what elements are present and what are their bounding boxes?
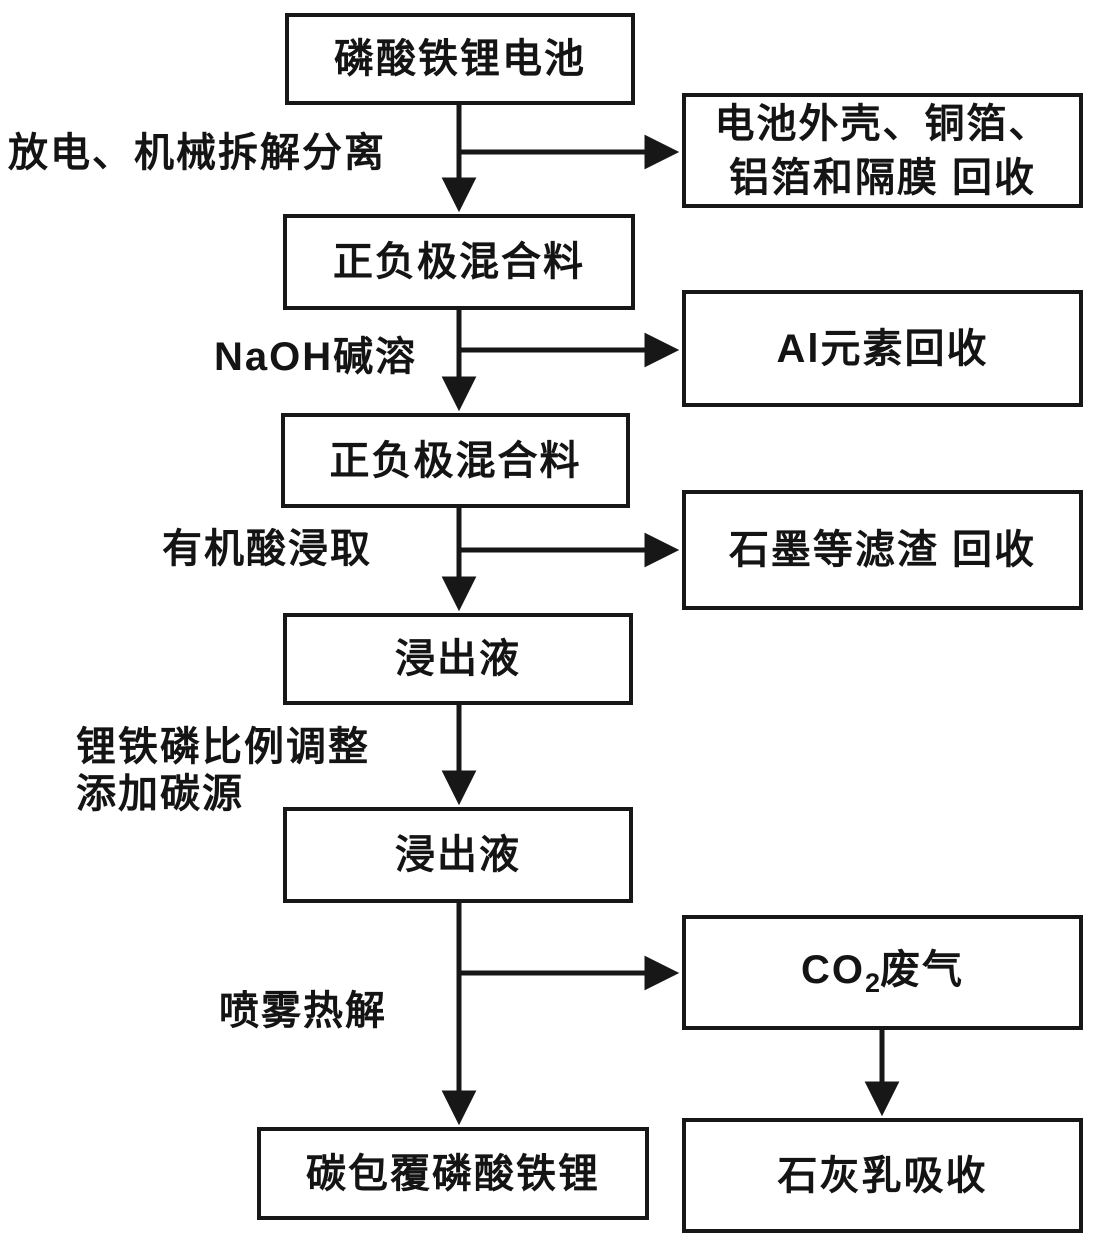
node-label-line2: 铝箔和隔膜 回收: [728, 155, 1037, 200]
node-electrode-mix-2: 正负极混合料: [281, 413, 630, 508]
edge-label-ratio-adjust: 锂铁磷比例调整 添加碳源: [76, 724, 370, 818]
node-label: Al元素回收: [776, 326, 989, 371]
node-lime-milk-absorption: 石灰乳吸收: [682, 1118, 1083, 1233]
node-label: 正负极混合料: [329, 438, 582, 483]
node-label: 浸出液: [395, 637, 521, 681]
node-label: 石墨等滤渣 回收: [728, 528, 1037, 572]
node-casing-foil-separator-recovery: 电池外壳、铜箔、 铝箔和隔膜 回收: [682, 93, 1083, 208]
node-al-recovery: Al元素回收: [682, 290, 1083, 407]
edge-label-spray-pyrolysis: 喷雾热解: [219, 989, 387, 1033]
node-graphite-residue-recovery: 石墨等滤渣 回收: [682, 490, 1083, 610]
co2-suffix: 废气: [880, 948, 965, 993]
edge-label-naoh-alkali: NaOH碱溶: [214, 335, 418, 379]
node-carbon-coated-lfp: 碳包覆磷酸铁锂: [257, 1127, 649, 1220]
co2-subscript: 2: [864, 968, 881, 999]
edge-label-ratio-line1: 锂铁磷比例调整: [76, 725, 370, 769]
node-label: 磷酸铁锂电池: [334, 37, 586, 81]
node-label: CO2废气: [801, 943, 964, 1001]
node-label: 浸出液: [395, 833, 521, 877]
node-label: 碳包覆磷酸铁锂: [306, 1151, 600, 1196]
node-co2-waste-gas: CO2废气: [682, 915, 1083, 1030]
node-leachate-2: 浸出液: [283, 807, 633, 903]
node-label-line1: 电池外壳、铜箔、: [714, 101, 1051, 146]
node-electrode-mix-1: 正负极混合料: [283, 214, 635, 310]
node-label: 石灰乳吸收: [777, 1153, 988, 1198]
edge-label-ratio-line2: 添加碳源: [76, 771, 244, 816]
co2-prefix: CO: [800, 948, 865, 993]
node-leachate-1: 浸出液: [283, 613, 633, 705]
edge-label-organic-acid-leach: 有机酸浸取: [162, 527, 372, 571]
edge-label-discharge-disassembly: 放电、机械拆解分离: [8, 131, 386, 175]
node-lfp-battery: 磷酸铁锂电池: [285, 13, 635, 105]
node-label: 正负极混合料: [333, 240, 585, 284]
